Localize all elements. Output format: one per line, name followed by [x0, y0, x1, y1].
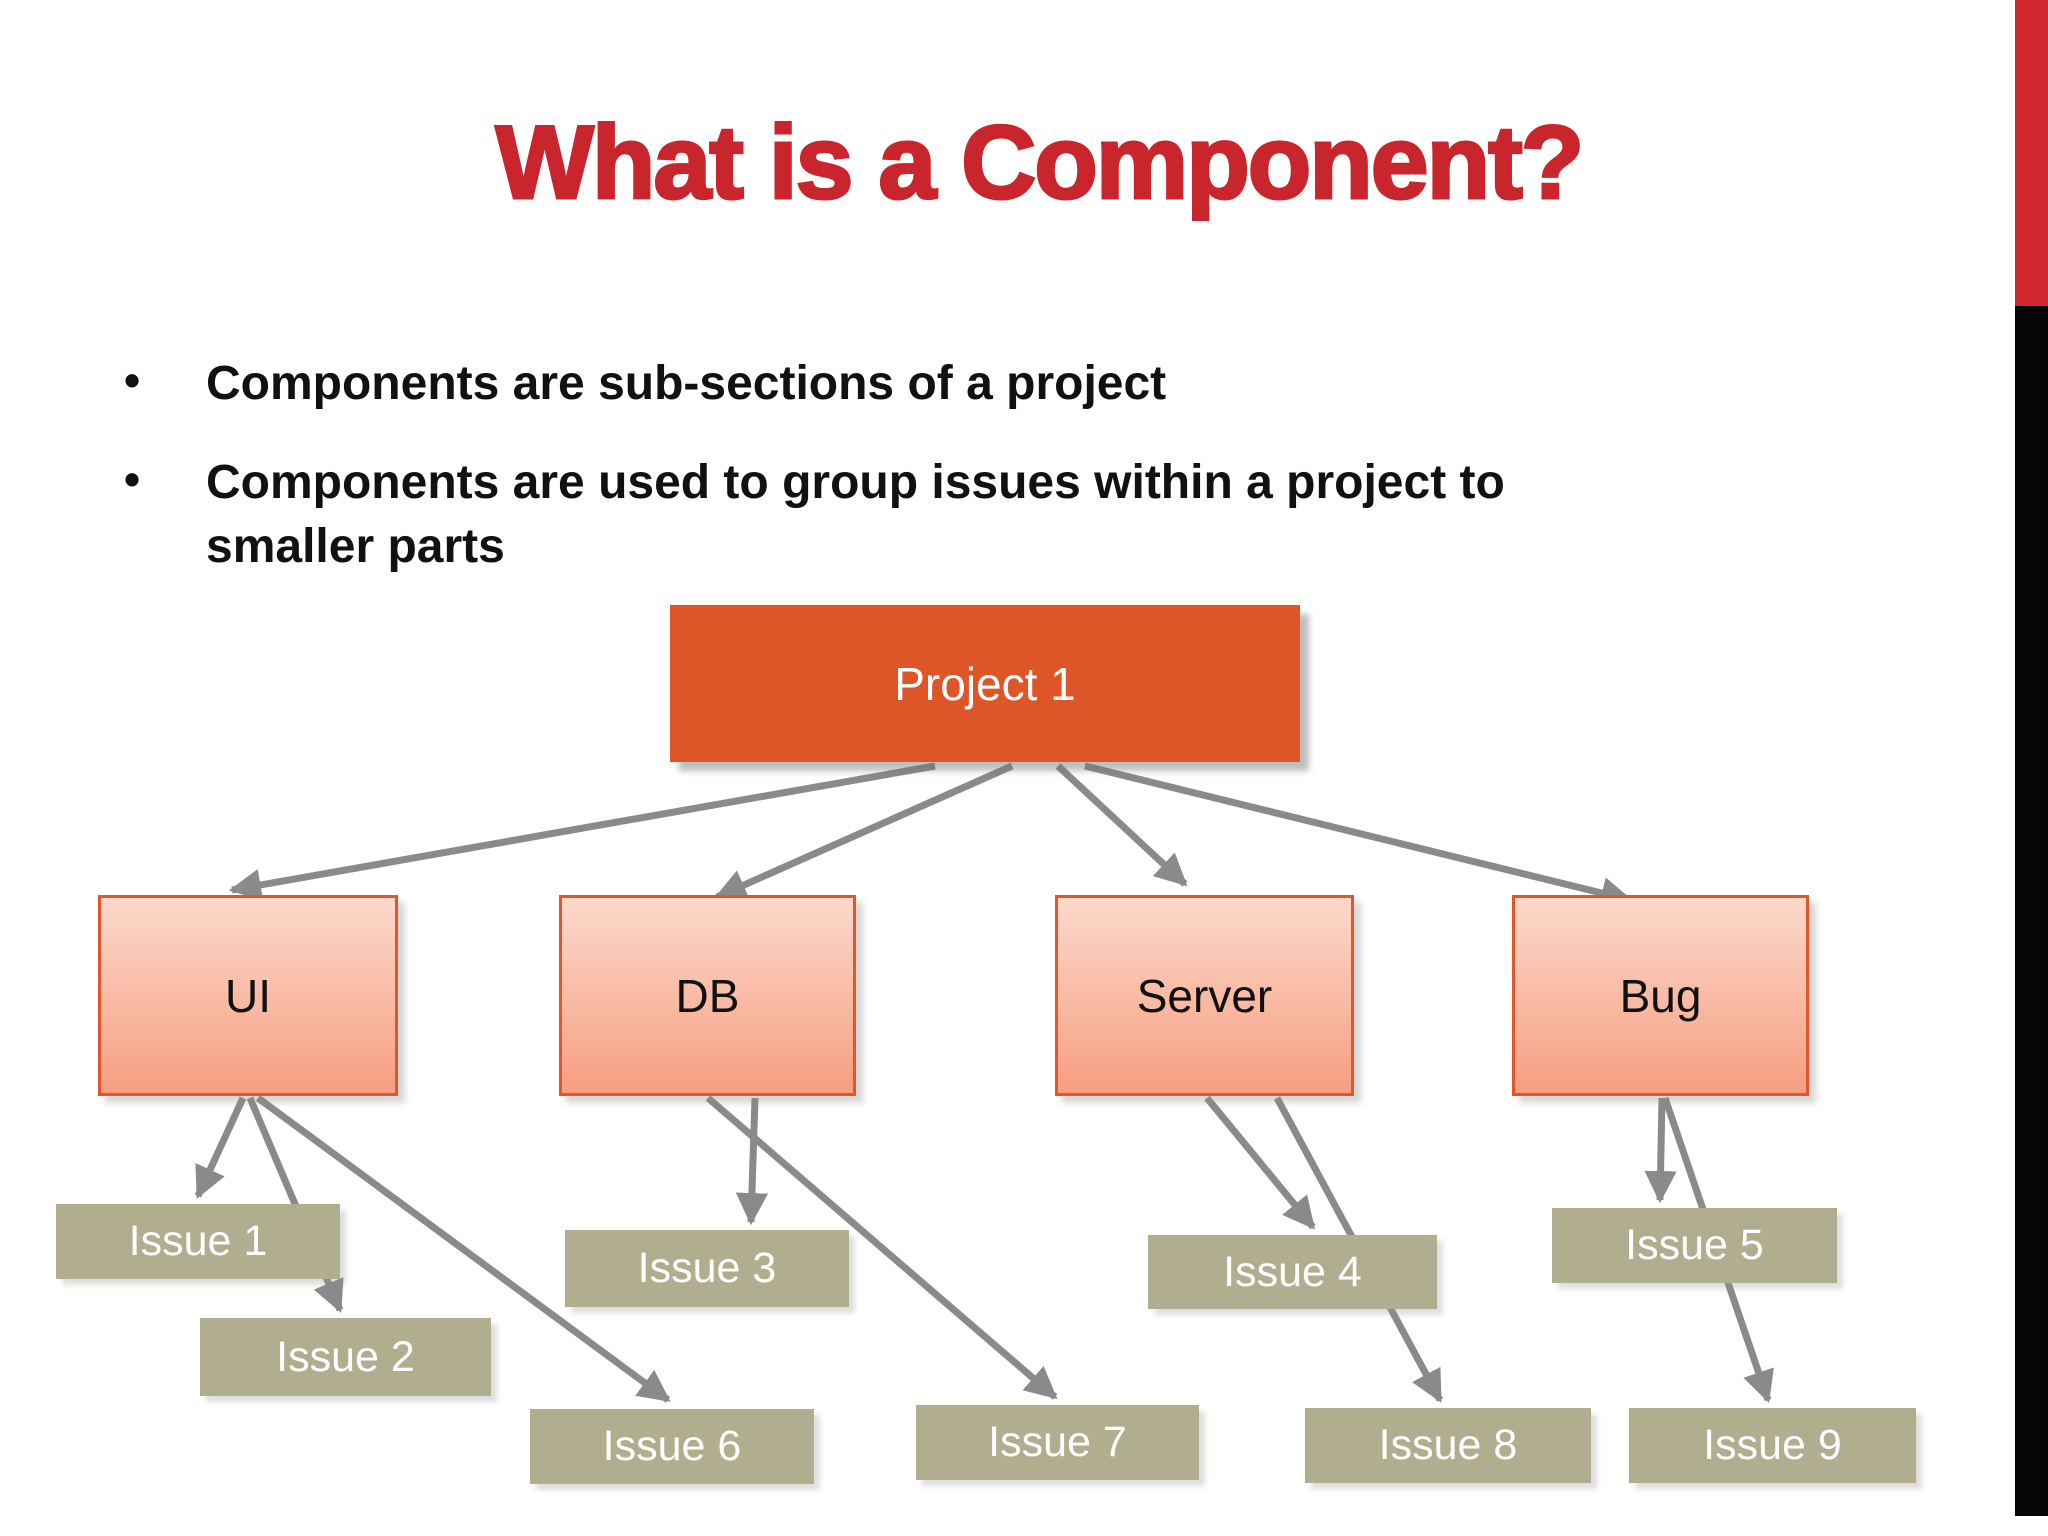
- page-title: What is a Component?: [494, 104, 1586, 223]
- component-node-bug: Bug: [1512, 895, 1809, 1096]
- issue-node-3-label: Issue 3: [637, 1244, 777, 1292]
- arrow-db-to-issue3: [735, 1097, 769, 1226]
- issue-node-9-label: Issue 9: [1703, 1421, 1842, 1469]
- issue-node-8: Issue 8: [1305, 1408, 1591, 1483]
- issue-node-5-label: Issue 5: [1625, 1221, 1764, 1269]
- issue-node-6: Issue 6: [530, 1409, 814, 1484]
- bullet-item-2: Components are used to group issues with…: [118, 449, 1798, 578]
- component-node-bug-label: Bug: [1619, 969, 1702, 1022]
- arrow-project-to-server: [1055, 763, 1188, 887]
- arrow-ui-to-issue1: [194, 1096, 247, 1199]
- issue-node-4-label: Issue 4: [1223, 1247, 1362, 1296]
- issue-node-7: Issue 7: [916, 1405, 1199, 1480]
- arrow-project-to-db: [714, 762, 1014, 901]
- issue-node-5: Issue 5: [1552, 1208, 1837, 1283]
- issue-node-1: Issue 1: [56, 1204, 340, 1279]
- issue-node-1-label: Issue 1: [128, 1217, 268, 1265]
- component-node-ui-label: UI: [225, 969, 271, 1022]
- arrow-project-to-bug: [1084, 762, 1634, 909]
- issue-node-7-label: Issue 7: [988, 1418, 1127, 1466]
- issue-node-8-label: Issue 8: [1378, 1421, 1518, 1469]
- component-node-db-label: DB: [675, 969, 740, 1022]
- bullet-list: Components are sub-sections of a project…: [118, 350, 1798, 614]
- component-node-ui: UI: [98, 895, 398, 1096]
- accent-bar-red: [2015, 0, 2048, 306]
- issue-node-2: Issue 2: [200, 1318, 491, 1396]
- arrow-server-to-issue4: [1204, 1095, 1316, 1230]
- arrow-bug-to-issue5: [1644, 1097, 1677, 1204]
- bullet-item-1: Components are sub-sections of a project: [118, 350, 1798, 415]
- issue-node-4: Issue 4: [1148, 1235, 1437, 1309]
- issue-node-6-label: Issue 6: [602, 1422, 742, 1470]
- issue-node-2-label: Issue 2: [276, 1332, 415, 1381]
- component-node-server-label: Server: [1136, 969, 1273, 1022]
- arrow-project-to-ui: [228, 762, 936, 901]
- project-node: Project 1: [670, 605, 1300, 762]
- project-node-label: Project 1: [894, 657, 1076, 710]
- accent-bar-black: [2015, 306, 2048, 1516]
- component-node-server: Server: [1055, 895, 1354, 1096]
- issue-node-9: Issue 9: [1629, 1408, 1916, 1483]
- issue-node-3: Issue 3: [565, 1230, 849, 1307]
- component-node-db: DB: [559, 895, 856, 1096]
